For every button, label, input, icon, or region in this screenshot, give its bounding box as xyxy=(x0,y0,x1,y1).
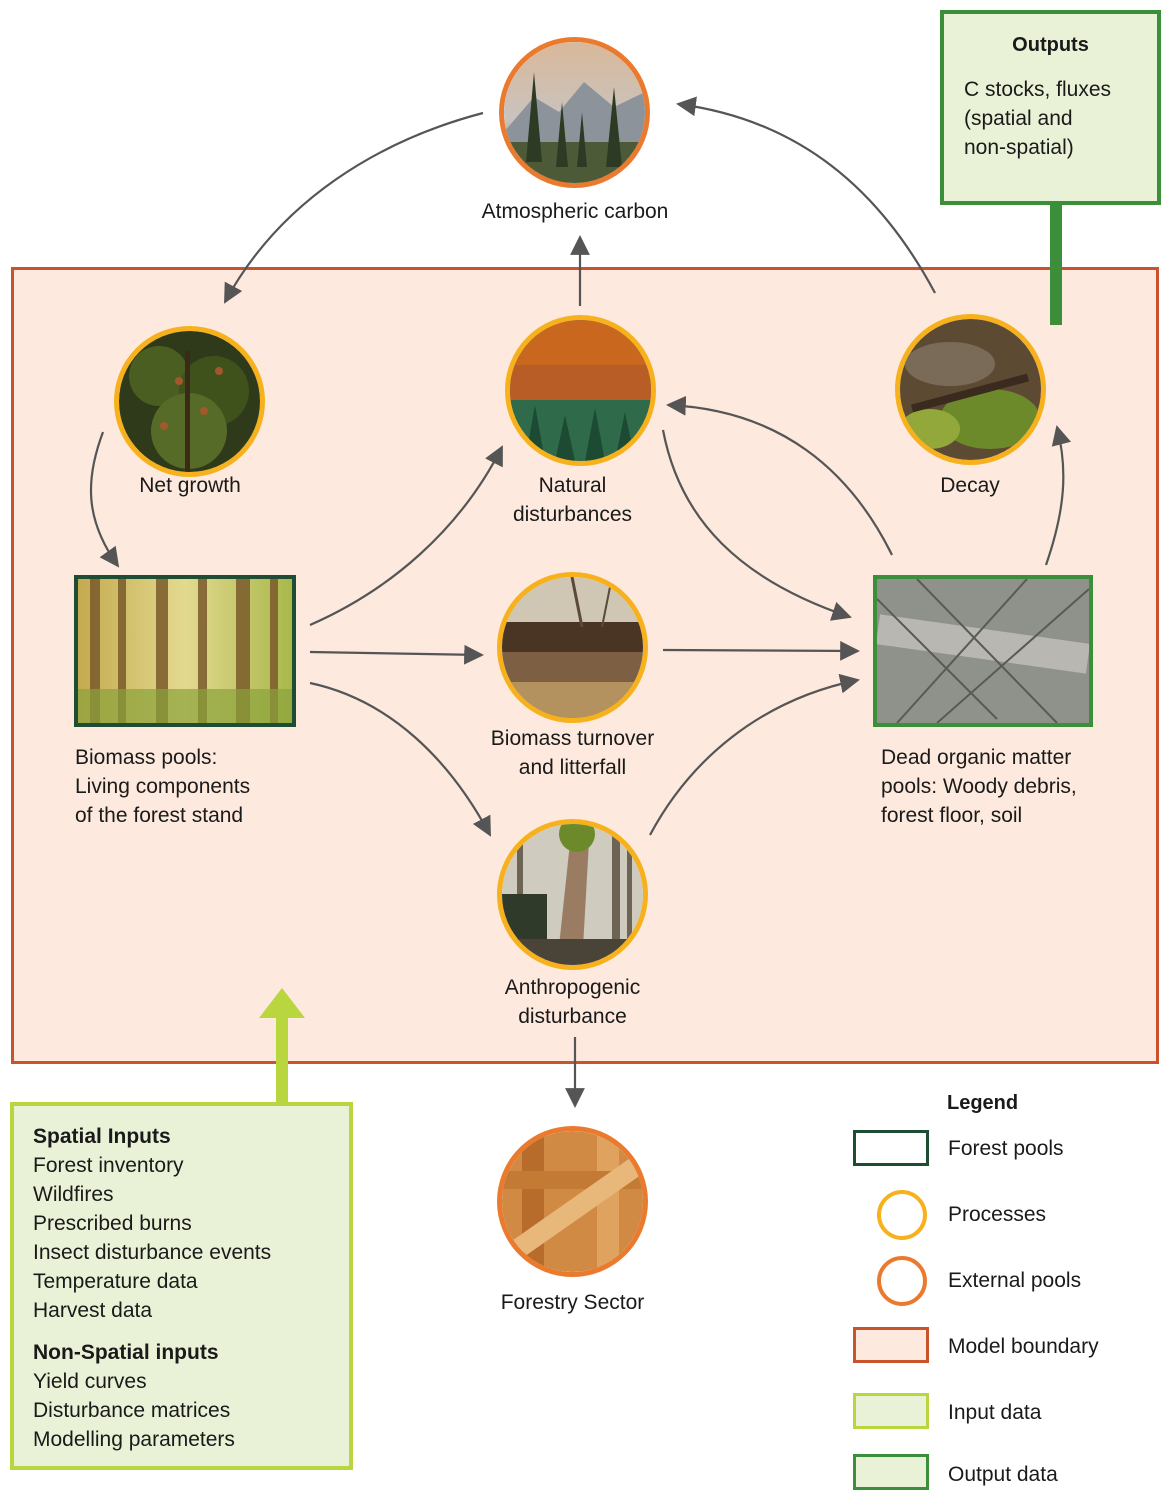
outputs-title: Outputs xyxy=(1012,34,1089,56)
outputs-line: non-spatial) xyxy=(964,136,1074,159)
spatial-input-item: Temperature data xyxy=(33,1270,198,1293)
arrow-atmosphere-to-net-growth xyxy=(224,111,484,304)
inputs-content: Spatial Inputs Forest inventory Wildfire… xyxy=(33,1122,271,1454)
spatial-inputs-title: Spatial Inputs xyxy=(33,1125,171,1148)
legend-processes-swatch xyxy=(877,1190,927,1240)
biomass-pools-line: Biomass pools: xyxy=(75,746,218,769)
arrow-net-growth-to-biomass xyxy=(89,431,120,568)
arrow-biomass-to-turnover xyxy=(309,644,484,665)
outputs-line: (spatial and xyxy=(964,107,1073,130)
biomass-pools-image xyxy=(74,575,296,727)
dead-organic-matter-line: pools: Woody debris, xyxy=(881,775,1077,798)
nonspatial-input-item: Modelling parameters xyxy=(33,1428,235,1451)
spatial-input-item: Wildfires xyxy=(33,1183,114,1206)
arrow-biomass-to-natural-dist xyxy=(309,445,503,627)
arrow-dead-om-to-decay xyxy=(1044,425,1072,566)
spatial-input-item: Forest inventory xyxy=(33,1154,184,1177)
nonspatial-inputs-title: Non-Spatial inputs xyxy=(33,1341,219,1364)
arrow-turnover-to-dead-om xyxy=(662,641,860,661)
anthropogenic-disturbance-line: disturbance xyxy=(518,1005,627,1028)
biomass-pools-label: Biomass pools: Living components of the … xyxy=(75,743,335,830)
biomass-turnover-label: Biomass turnover and litterfall xyxy=(455,724,690,782)
atmospheric-carbon-image xyxy=(499,37,650,188)
dead-organic-matter-line: forest floor, soil xyxy=(881,804,1023,827)
anthropogenic-disturbance-label: Anthropogenic disturbance xyxy=(460,973,685,1031)
legend-model-boundary-swatch xyxy=(853,1327,929,1363)
arrow-biomass-to-anthropogenic xyxy=(309,681,491,837)
outputs-line: C stocks, fluxes xyxy=(964,78,1112,101)
natural-disturbances-line: disturbances xyxy=(512,503,633,526)
inputs-box: Spatial Inputs Forest inventory Wildfire… xyxy=(10,1102,353,1470)
net-growth-image xyxy=(114,326,265,477)
arrow-decay-to-atmosphere xyxy=(676,96,936,294)
dead-organic-matter-line: Dead organic matter xyxy=(881,746,1072,769)
legend-output-data-label: Output data xyxy=(948,1463,1058,1486)
biomass-turnover-line: and litterfall xyxy=(518,756,627,779)
spatial-input-item: Prescribed burns xyxy=(33,1212,192,1235)
natural-disturbances-image xyxy=(505,315,656,466)
net-growth-label: Net growth xyxy=(139,474,241,497)
arrow-anthropogenic-to-dead-om xyxy=(649,673,860,836)
legend-input-data-swatch xyxy=(853,1393,929,1429)
legend-forest-pools-swatch xyxy=(853,1130,929,1166)
outputs-box: Outputs C stocks, fluxes (spatial and no… xyxy=(940,10,1161,205)
biomass-turnover-image xyxy=(497,572,648,723)
anthropogenic-disturbance-image xyxy=(497,819,648,970)
legend-model-boundary-label: Model boundary xyxy=(948,1335,1099,1358)
dead-organic-matter-label: Dead organic matter pools: Woody debris,… xyxy=(881,743,1151,830)
outputs-text: C stocks, fluxes (spatial and non-spatia… xyxy=(964,75,1111,162)
spatial-input-item: Harvest data xyxy=(33,1299,153,1322)
anthropogenic-disturbance-line: Anthropogenic xyxy=(504,976,641,999)
arrow-natural-dist-to-dead-om xyxy=(661,429,852,621)
nonspatial-input-item: Disturbance matrices xyxy=(33,1399,231,1422)
atmospheric-carbon-label: Atmospheric carbon xyxy=(481,200,669,223)
legend-processes-label: Processes xyxy=(948,1203,1047,1226)
biomass-pools-line: Living components xyxy=(75,775,251,798)
spatial-input-item: Insect disturbance events xyxy=(33,1241,272,1264)
decay-label: Decay xyxy=(940,474,1000,497)
natural-disturbances-line: Natural xyxy=(538,474,607,497)
biomass-pools-line: of the forest stand xyxy=(75,804,244,827)
arrow-dead-om-to-natural-dist xyxy=(666,395,893,556)
legend-forest-pools-label: Forest pools xyxy=(948,1137,1064,1160)
legend-external-pools-label: External pools xyxy=(948,1269,1082,1292)
biomass-turnover-line: Biomass turnover xyxy=(490,727,655,750)
nonspatial-input-item: Yield curves xyxy=(33,1370,147,1393)
forestry-sector-image xyxy=(497,1126,648,1277)
legend-output-data-swatch xyxy=(853,1454,929,1490)
legend-input-data-label: Input data xyxy=(948,1401,1042,1424)
dead-organic-matter-image xyxy=(873,575,1093,727)
forestry-sector-label: Forestry Sector xyxy=(500,1291,645,1314)
natural-disturbances-label: Natural disturbances xyxy=(470,471,675,529)
legend-title: Legend xyxy=(947,1092,1019,1114)
legend-external-pools-swatch xyxy=(877,1256,927,1306)
decay-image xyxy=(895,314,1046,465)
